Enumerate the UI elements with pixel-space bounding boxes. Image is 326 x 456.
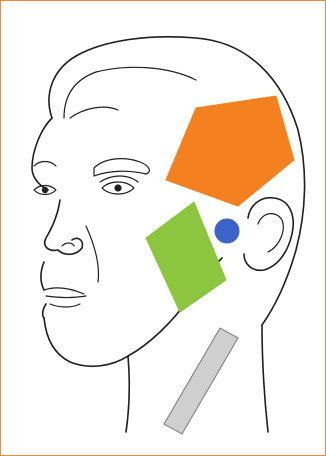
- nose: [45, 200, 83, 254]
- lower-lip: [50, 304, 80, 307]
- left-pupil: [42, 187, 48, 193]
- ear: [244, 198, 293, 271]
- neck-region-strip: [164, 328, 238, 434]
- ear-point-circle: [215, 219, 239, 243]
- mouth-line: [46, 296, 86, 298]
- hairline-forehead: [70, 107, 118, 118]
- neck-front: [126, 356, 129, 432]
- forehead-profile: [32, 118, 52, 190]
- chin: [44, 300, 188, 366]
- right-pupil: [114, 184, 121, 191]
- temple-region-pentagon: [166, 96, 294, 206]
- left-brow: [34, 162, 56, 167]
- neck-back: [262, 325, 268, 432]
- upper-lip: [44, 288, 84, 294]
- right-eyelid: [100, 176, 138, 182]
- ear-inner: [258, 214, 283, 252]
- right-brow: [94, 159, 149, 176]
- cheek-region-parallelogram: [146, 202, 226, 312]
- cheek-line: [86, 226, 99, 282]
- nostril: [62, 243, 74, 246]
